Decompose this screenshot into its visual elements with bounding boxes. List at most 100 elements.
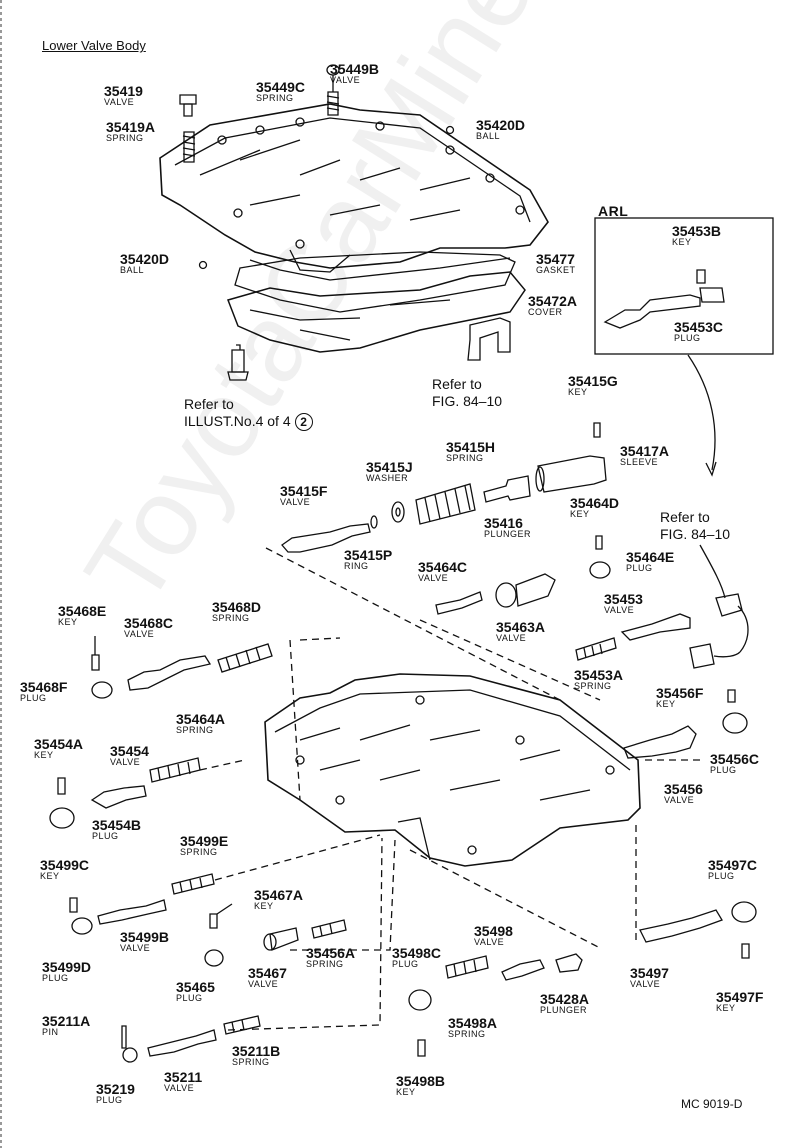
refer-illust-text: ILLUST.No.4 of 4	[184, 413, 291, 429]
part-number[interactable]: 35453A	[574, 667, 624, 683]
part-name: PLUG	[674, 333, 701, 343]
part-number[interactable]: 35453B	[672, 223, 722, 239]
figure-code: MC 9019-D	[681, 1097, 743, 1111]
part-number[interactable]: 35415H	[446, 439, 496, 455]
refer-fig-a[interactable]: Refer to FIG. 84–10	[432, 376, 502, 410]
valve-35449b	[326, 64, 340, 116]
sleeve-35417a	[535, 455, 607, 493]
part-number[interactable]: 35419A	[106, 119, 156, 135]
part-number[interactable]: 35420D	[476, 117, 526, 133]
part-number[interactable]: 35498C	[392, 945, 442, 961]
part-number[interactable]: 35499E	[180, 833, 229, 849]
part-number[interactable]: 35417A	[620, 443, 670, 459]
part-name: KEY	[656, 699, 676, 709]
part-name: SLEEVE	[620, 457, 659, 467]
part-name: KEY	[34, 750, 54, 760]
valve-35497	[639, 909, 723, 943]
part-number[interactable]: 35456C	[710, 751, 760, 767]
part-number[interactable]: 35498	[474, 923, 513, 939]
plug-icon	[722, 712, 748, 734]
part-number[interactable]: 35472A	[528, 293, 578, 309]
part-name: PLUNGER	[540, 1005, 588, 1015]
part-number[interactable]: 35449B	[330, 61, 380, 77]
key-icon	[593, 422, 601, 438]
part-number[interactable]: 35428A	[540, 991, 590, 1007]
part-name: WASHER	[366, 473, 409, 483]
part-number[interactable]: 35497	[630, 965, 669, 981]
arl-label: ARL	[598, 203, 629, 219]
part-number[interactable]: 35211A	[42, 1013, 91, 1029]
part-name: VALVE	[248, 979, 279, 989]
part-name: VALVE	[496, 633, 527, 643]
spring-35456a	[311, 919, 347, 939]
part-name: PLUG	[176, 993, 203, 1003]
part-number[interactable]: 35463A	[496, 619, 546, 635]
part-name: KEY	[396, 1087, 416, 1097]
key-icon	[69, 897, 78, 913]
key-icon	[727, 689, 736, 703]
part-number[interactable]: 35415G	[568, 373, 618, 389]
key-icon	[57, 777, 66, 795]
part-number[interactable]: 35454A	[34, 736, 84, 752]
cover-plate	[227, 271, 526, 353]
part-number[interactable]: 35464C	[418, 559, 468, 575]
part-number[interactable]: 35497C	[708, 857, 758, 873]
part-number[interactable]: 35453C	[674, 319, 724, 335]
plug-icon	[91, 681, 113, 699]
part-number[interactable]: 35415P	[344, 547, 393, 563]
part-name: KEY	[58, 617, 78, 627]
part-number[interactable]: 35499C	[40, 857, 90, 873]
part-number[interactable]: 35419	[104, 83, 143, 99]
part-name: KEY	[716, 1003, 736, 1013]
part-number[interactable]: 35449C	[256, 79, 306, 95]
part-number[interactable]: 35454	[110, 743, 149, 759]
part-number[interactable]: 35415F	[280, 483, 328, 499]
part-number[interactable]: 35456A	[306, 945, 356, 961]
part-number[interactable]: 35467	[248, 965, 287, 981]
part-number[interactable]: 35468F	[20, 679, 68, 695]
plug-icon	[408, 989, 432, 1011]
part-number[interactable]: 35477	[536, 251, 575, 267]
part-number[interactable]: 35464D	[570, 495, 620, 511]
part-number[interactable]: 35456F	[656, 685, 704, 701]
part-number[interactable]: 35420D	[120, 251, 170, 267]
part-name: PLUG	[626, 563, 653, 573]
valve-35468c	[127, 655, 212, 691]
part-number[interactable]: 35498A	[448, 1015, 498, 1031]
part-name: SPRING	[232, 1057, 270, 1067]
valve-35498	[501, 959, 545, 981]
washer-icon	[391, 501, 405, 523]
part-number[interactable]: 35499B	[120, 929, 170, 945]
part-number[interactable]: 35454B	[92, 817, 142, 833]
part-number[interactable]: 35468D	[212, 599, 262, 615]
part-number[interactable]: 35219	[96, 1081, 135, 1097]
part-number[interactable]: 35464A	[176, 711, 226, 727]
part-name: KEY	[40, 871, 60, 881]
part-number[interactable]: 35499D	[42, 959, 92, 975]
part-number[interactable]: 35415J	[366, 459, 413, 475]
part-name: GASKET	[536, 265, 576, 275]
part-number[interactable]: 35456	[664, 781, 703, 797]
refer-fig-b[interactable]: Refer to FIG. 84–10	[660, 509, 730, 543]
refer-fig-b-line1: Refer to	[660, 509, 710, 525]
part-name: VALVE	[604, 605, 635, 615]
part-name: PLUNGER	[484, 529, 532, 539]
part-number[interactable]: 35211B	[232, 1043, 281, 1059]
part-number[interactable]: 35467A	[254, 887, 304, 903]
part-name: VALVE	[120, 943, 151, 953]
part-name: VALVE	[280, 497, 311, 507]
part-number[interactable]: 35464E	[626, 549, 675, 565]
part-number[interactable]: 35468C	[124, 615, 174, 631]
refer-illust-line1: Refer to	[184, 396, 234, 412]
part-number[interactable]: 35465	[176, 979, 215, 995]
ball-icon	[198, 260, 208, 270]
part-number[interactable]: 35211	[164, 1069, 203, 1085]
part-number[interactable]: 35498B	[396, 1073, 446, 1089]
part-number[interactable]: 35468E	[58, 603, 107, 619]
part-number[interactable]: 35416	[484, 515, 523, 531]
part-number[interactable]: 35453	[604, 591, 643, 607]
leader-lines	[199, 547, 700, 1031]
part-number[interactable]: 35497F	[716, 989, 764, 1005]
